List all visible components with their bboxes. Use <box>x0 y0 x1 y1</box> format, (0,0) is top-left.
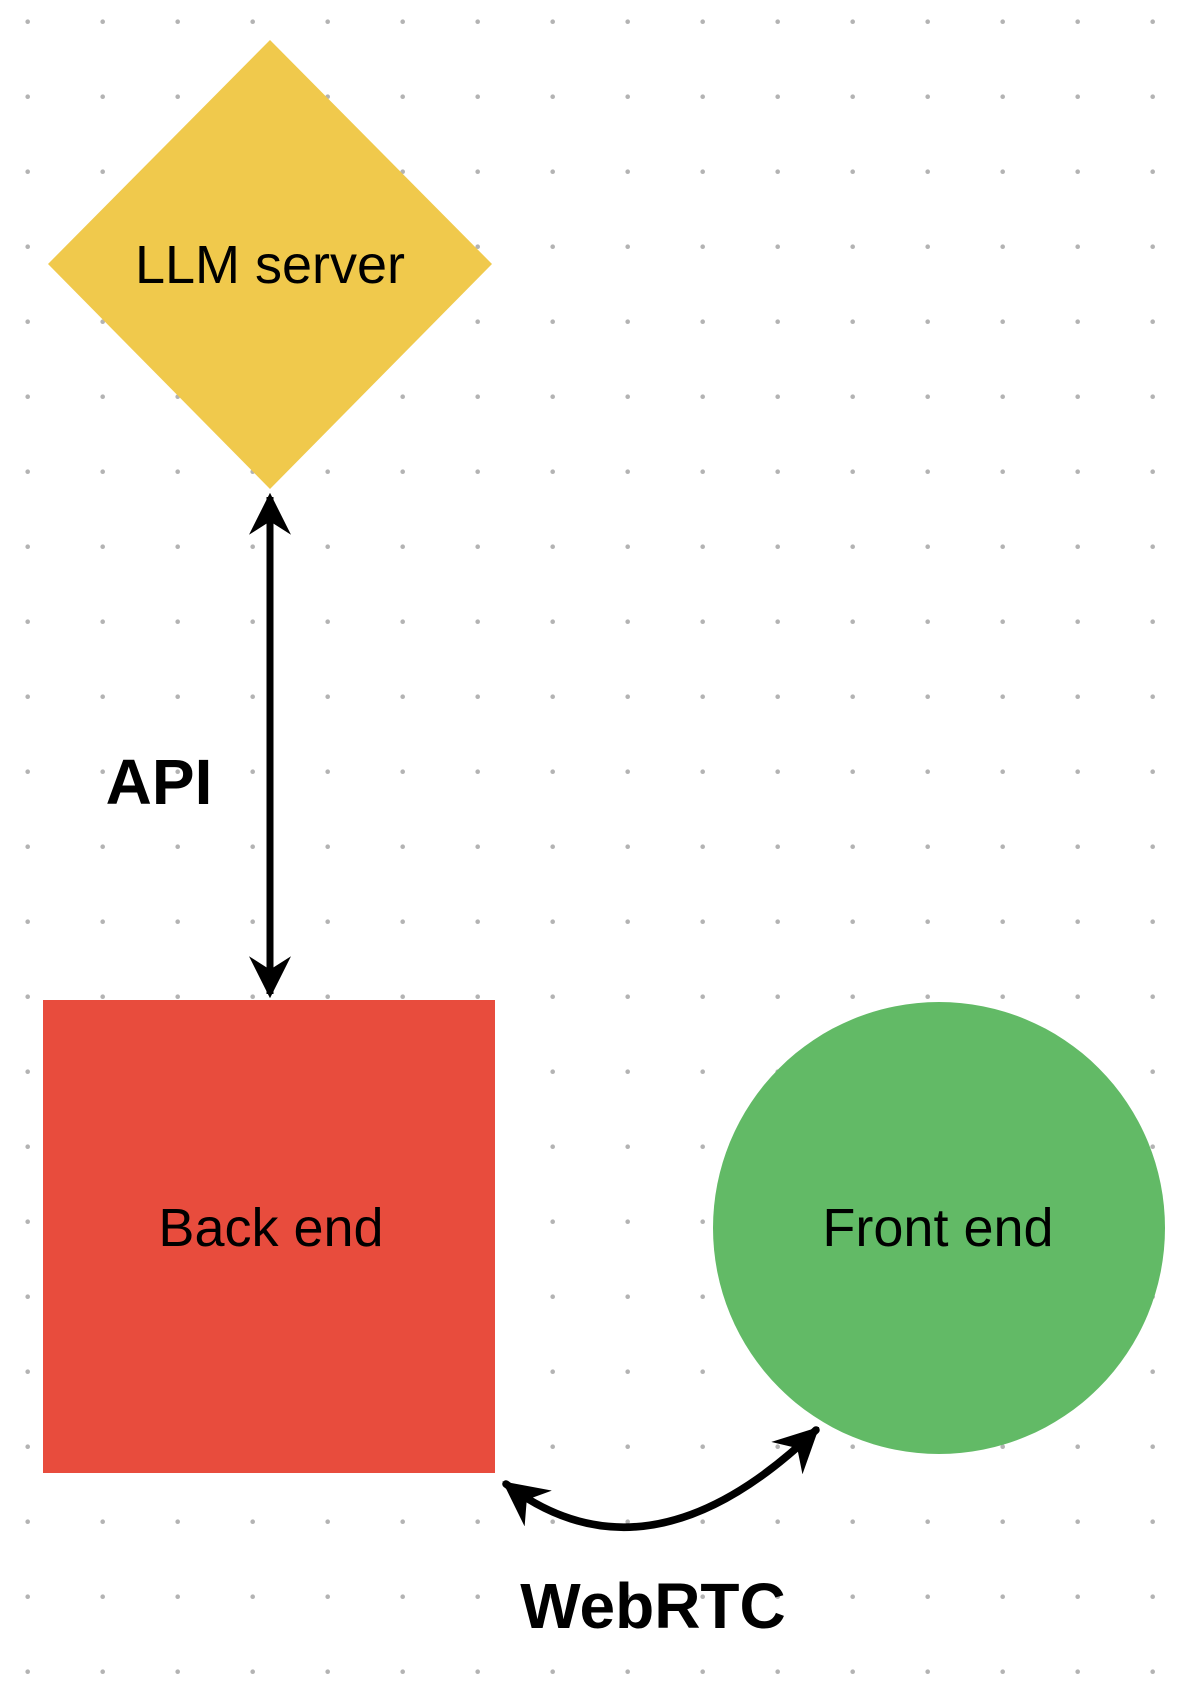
node-back-end: Back end <box>43 1000 495 1473</box>
edge-api-label[interactable]: API <box>106 746 213 818</box>
edge-webrtc-arrow[interactable] <box>502 1426 820 1531</box>
node-llm-server: LLM server <box>48 40 492 489</box>
edge-webrtc-label[interactable]: WebRTC <box>520 1570 785 1642</box>
node-front-end-label: Front end <box>822 1198 1053 1258</box>
node-llm-server-diamond[interactable] <box>48 40 492 489</box>
node-front-end-circle[interactable] <box>713 1002 1165 1454</box>
node-back-end-label: Back end <box>158 1198 383 1258</box>
node-front-end: Front end <box>713 1002 1165 1454</box>
node-back-end-square[interactable] <box>43 1000 495 1473</box>
edge-webrtc: WebRTC <box>502 1426 820 1642</box>
edge-api: API <box>106 492 291 999</box>
node-llm-server-label: LLM server <box>135 235 405 295</box>
